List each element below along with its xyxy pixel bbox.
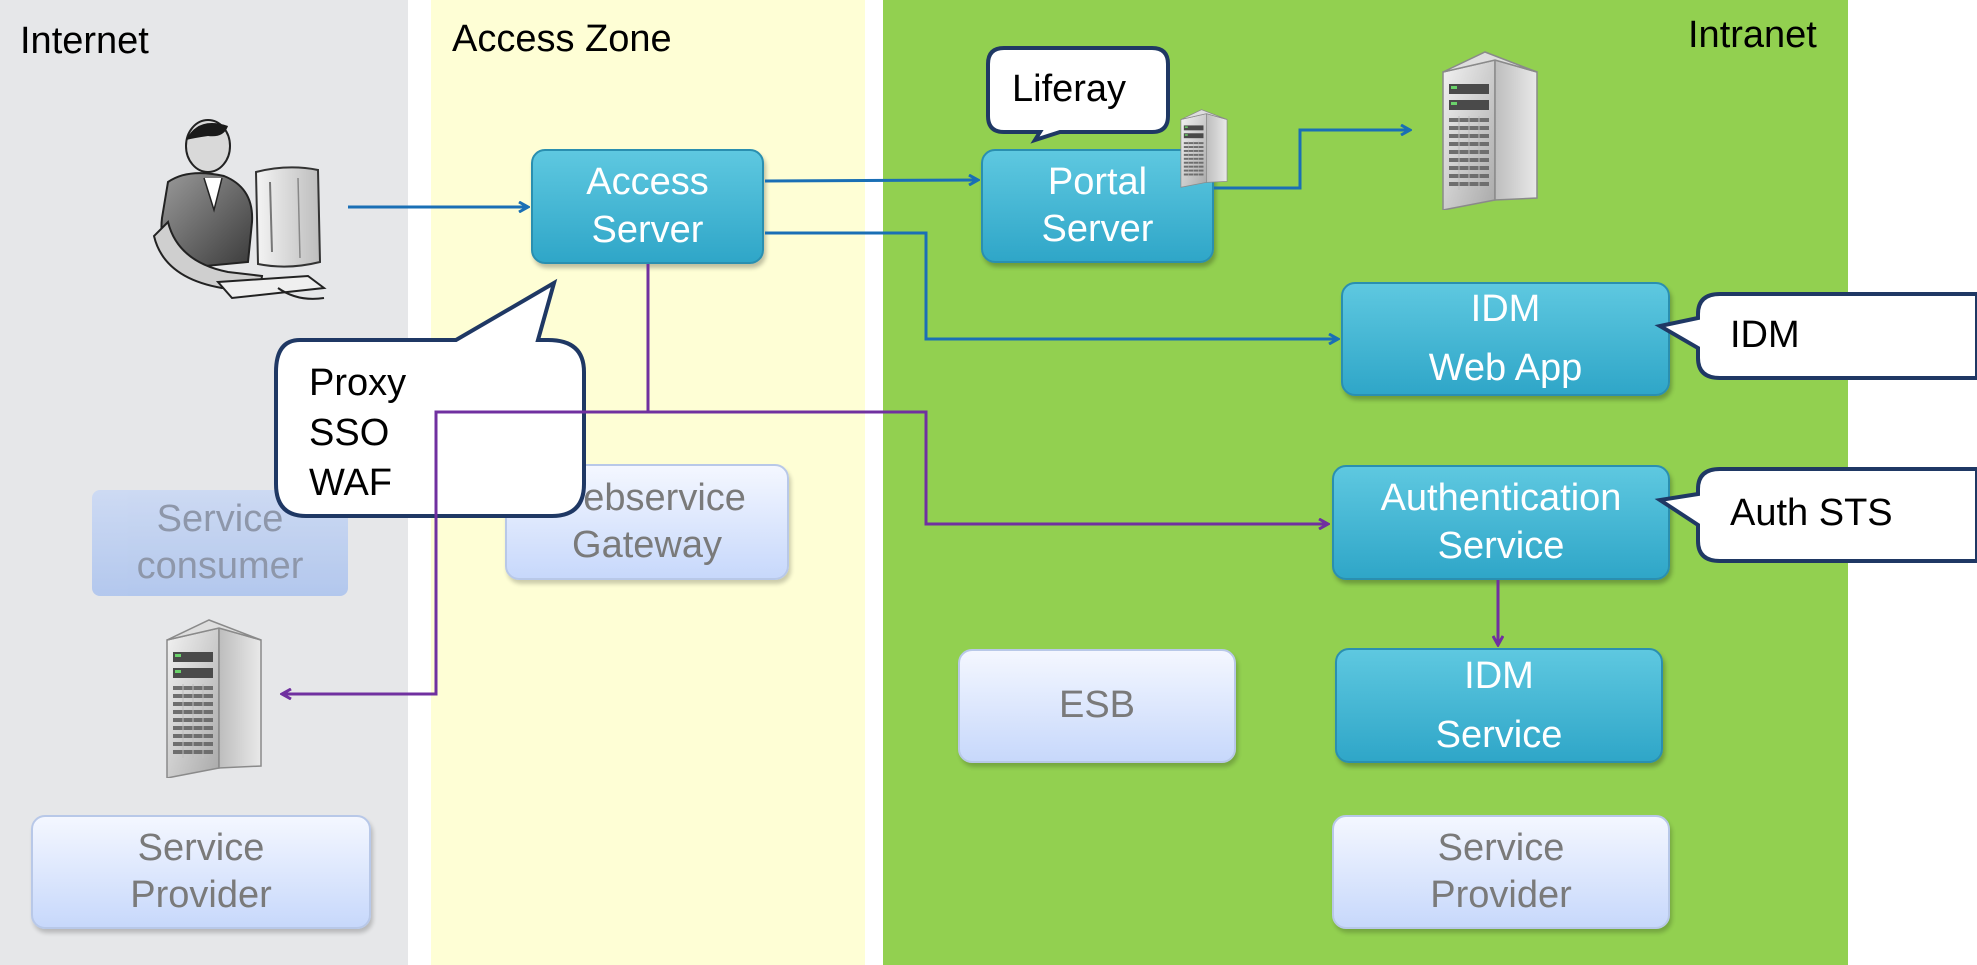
idm-web-app-box[interactable]: IDM Web App xyxy=(1341,282,1670,396)
access-to-auth-arrow xyxy=(646,264,1328,524)
access-to-portal-arrow xyxy=(764,180,978,181)
idm-web-app-line-2: Web App xyxy=(1428,347,1583,389)
proxy-callout-shape xyxy=(274,278,586,518)
service-provider-intranet-line-2: Provider xyxy=(1430,874,1572,916)
waf-label: WAF xyxy=(309,462,393,505)
access-zone-label: Access Zone xyxy=(452,18,672,60)
idm-service-line-2: Service xyxy=(1435,713,1563,756)
access-server-box[interactable]: Access Server xyxy=(531,149,764,264)
portal-to-server-arrow xyxy=(1214,130,1410,190)
server-tower-icon xyxy=(1432,50,1544,210)
service-provider-internet-line-1: Service xyxy=(137,826,265,869)
intranet-zone-label: Intranet xyxy=(1688,14,1817,56)
idm-web-app-line-1: IDM xyxy=(1470,288,1541,331)
liferay-callout-shape xyxy=(986,46,1170,144)
portal-server-box[interactable]: Portal Server xyxy=(981,149,1214,263)
service-provider-intranet-box[interactable]: Service Provider xyxy=(1332,815,1670,929)
portal-server-line-2: Server xyxy=(1041,208,1154,250)
authentication-service-line-2: Service xyxy=(1437,524,1565,567)
server-tower-icon xyxy=(1176,108,1230,188)
service-provider-internet-line-2: Provider xyxy=(130,874,272,916)
auth-sts-callout-text: Auth STS xyxy=(1730,492,1893,534)
proxy-callout-text: Proxy SSO WAF xyxy=(309,358,406,508)
idm-callout-shape xyxy=(1654,292,1977,380)
idm-service-box[interactable]: IDM Service xyxy=(1335,648,1663,763)
access-to-idm-web-arrow xyxy=(765,231,1338,339)
access-to-service-arrow xyxy=(282,410,648,694)
service-consumer-line-2: consumer xyxy=(136,545,304,587)
liferay-callout-text: Liferay xyxy=(1012,68,1127,110)
portal-server-line-1: Portal xyxy=(1047,160,1148,203)
esb-label: ESB xyxy=(1058,684,1136,727)
auth-sts-callout-shape xyxy=(1654,467,1977,563)
authentication-service-box[interactable]: Authentication Service xyxy=(1332,465,1670,580)
user-at-computer-icon xyxy=(152,119,327,300)
authentication-service-line-1: Authentication xyxy=(1380,477,1622,519)
idm-service-line-1: IDM xyxy=(1464,654,1534,697)
webservice-gateway-line-2: Gateway xyxy=(572,524,722,566)
access-server-line-2: Server xyxy=(591,208,704,251)
internet-zone-label: Internet xyxy=(20,20,149,62)
access-server-line-1: Access xyxy=(586,161,709,203)
proxy-label: Proxy xyxy=(309,362,407,404)
service-provider-internet-box[interactable]: Service Provider xyxy=(31,815,371,929)
service-consumer-line-1: Service xyxy=(156,497,284,540)
service-provider-intranet-line-1: Service xyxy=(1437,826,1565,869)
sso-label: SSO xyxy=(309,412,390,455)
server-tower-icon xyxy=(156,618,268,778)
idm-callout-text: IDM xyxy=(1730,314,1800,356)
esb-box[interactable]: ESB xyxy=(958,649,1236,763)
